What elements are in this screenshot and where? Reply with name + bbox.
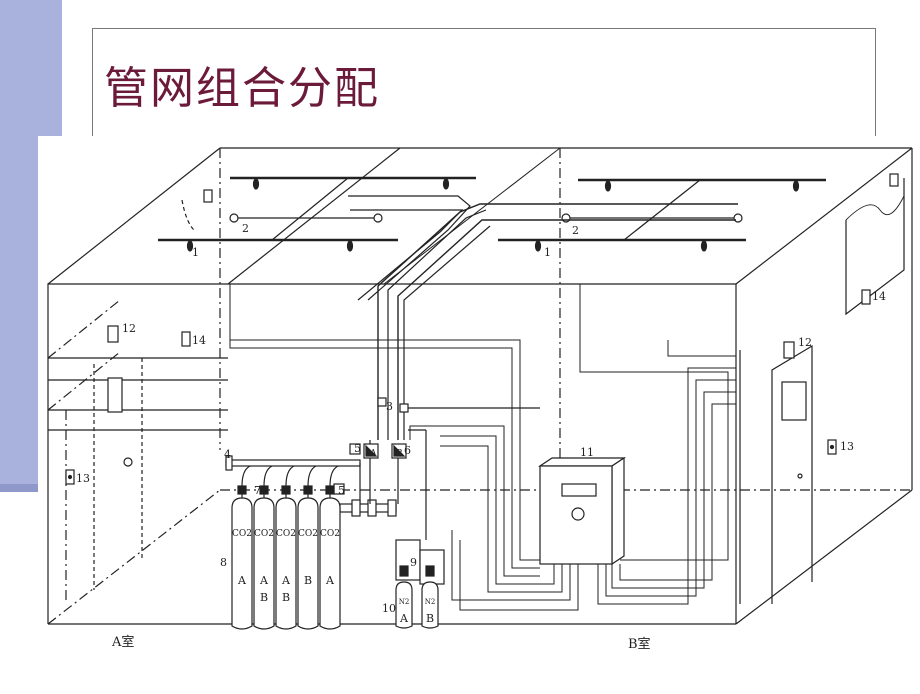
callout-3: 3 <box>386 400 393 413</box>
co2-cylinder <box>297 485 319 630</box>
callout-13-b: 13 <box>840 440 854 453</box>
cylinder-gas-label: CO2 <box>232 529 252 539</box>
room-a-label: A室 <box>111 634 134 650</box>
nitrogen-cylinders <box>395 539 445 629</box>
callout-5-a: 5 <box>354 442 361 455</box>
callout-5-b: 5 <box>338 484 345 497</box>
co2-cylinder-bank <box>231 465 341 630</box>
callout-7: 7 <box>254 484 261 497</box>
cylinder-gas-label: CO2 <box>254 529 274 539</box>
cylinder-zone-label: A <box>325 574 335 587</box>
nitrogen-zone-label: A <box>399 612 409 625</box>
nitrogen-zone-label: B <box>426 612 434 625</box>
cylinder-zone-label: B <box>282 591 290 604</box>
building-outline <box>47 147 913 625</box>
wall-devices <box>65 173 899 485</box>
valve-label-b: B <box>396 449 403 459</box>
cylinder-gas-label: CO2 <box>276 529 296 539</box>
cylinder-zone-label: B <box>304 574 312 587</box>
callout-6: 6 <box>404 444 411 457</box>
callout-12-b: 12 <box>798 336 812 349</box>
cylinder-zone-label: A <box>237 574 247 587</box>
supply-pipes <box>225 195 738 540</box>
cylinder-zone-label: A <box>281 574 291 587</box>
diagram-panel: 1 1 2 2 3 4 5 5 6 7 8 9 10 11 12 12 13 1… <box>38 136 920 690</box>
callout-4: 4 <box>224 448 231 461</box>
co2-cylinder <box>253 485 275 630</box>
callout-11: 11 <box>580 446 594 459</box>
callout-14-a: 14 <box>192 334 206 347</box>
cylinder-zone-label: A <box>259 574 269 587</box>
nitrogen-gas-label: N2 <box>425 598 436 606</box>
side-accent-shade <box>0 484 62 492</box>
cylinder-zone-label: B <box>260 591 268 604</box>
nitrogen-gas-label: N2 <box>399 598 410 606</box>
title-frame <box>92 28 876 141</box>
callout-8: 8 <box>220 556 227 569</box>
co2-cylinder <box>319 485 341 630</box>
valve-label-a: A <box>369 449 377 459</box>
callout-2-b: 2 <box>572 224 579 237</box>
co2-cylinder <box>231 485 253 630</box>
control-panel <box>538 456 626 566</box>
cylinder-gas-label: CO2 <box>320 529 340 539</box>
cable-runs <box>229 284 736 611</box>
callout-9: 9 <box>410 556 417 569</box>
fire-system-diagram: 1 1 2 2 3 4 5 5 6 7 8 9 10 11 12 12 13 1… <box>47 147 913 652</box>
cylinder-gas-label: CO2 <box>298 529 318 539</box>
ceiling-pipes <box>158 176 826 252</box>
callout-14-b: 14 <box>872 290 886 303</box>
slide-title: 管网组合分配 <box>104 63 380 114</box>
callout-13-a: 13 <box>76 472 90 485</box>
co2-cylinder <box>275 485 297 630</box>
callout-12-a: 12 <box>122 322 136 335</box>
callout-1-a: 1 <box>192 246 199 259</box>
room-b-label: B室 <box>628 636 651 652</box>
callout-1-b: 1 <box>544 246 551 259</box>
callout-2-a: 2 <box>242 222 249 235</box>
callout-10: 10 <box>382 602 396 615</box>
